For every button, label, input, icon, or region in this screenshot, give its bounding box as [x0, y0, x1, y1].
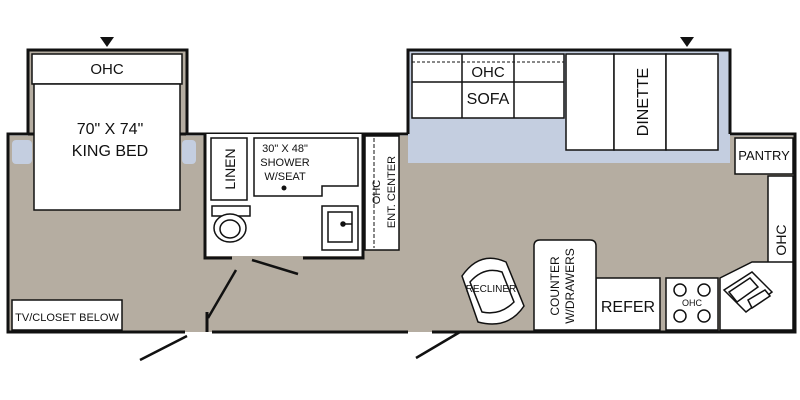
kitchen-ohc-label: OHC — [773, 224, 789, 255]
living-slideout-wall — [406, 48, 732, 134]
linen-label: LINEN — [222, 148, 238, 189]
shower-drain-icon — [281, 185, 287, 191]
ohc-ent-label-1: OHC — [371, 180, 383, 205]
bedroom-slideout-wall — [26, 48, 189, 134]
bath-door — [251, 258, 299, 276]
ohc-ent-center — [364, 135, 400, 251]
refer-label: REFER — [601, 299, 655, 316]
pantry-label: PANTRY — [738, 148, 790, 163]
range-ohc-label: OHC — [682, 298, 703, 308]
toilet-icon — [211, 205, 251, 243]
nightstand-right — [182, 140, 196, 164]
slide-marker-left-icon — [100, 37, 114, 47]
bedroom-ohc-label: OHC — [90, 61, 124, 78]
bath-sink-icon — [321, 205, 359, 251]
tv-closet — [11, 299, 123, 331]
linen-closet — [210, 137, 248, 201]
recliner-label: RECLINER — [466, 284, 517, 295]
shower-size-label: 30" X 48" — [262, 143, 308, 155]
bathroom-walls — [203, 134, 365, 260]
slide-marker-right-icon — [680, 37, 694, 47]
counter-label-2: W/DRAWERS — [563, 248, 577, 324]
shower — [253, 137, 359, 197]
counter-with-drawers — [533, 239, 597, 331]
bed-name-label: KING BED — [72, 143, 148, 160]
bottom-wall-right — [432, 132, 797, 334]
nightstand-left — [12, 140, 32, 164]
dinette-label: DINETTE — [635, 68, 652, 136]
refer — [595, 277, 661, 331]
recliner-icon — [461, 257, 525, 325]
dinette — [565, 53, 719, 151]
tv-closet-label: TV/CLOSET BELOW — [15, 312, 119, 324]
ohc-ent-label-2: ENT. CENTER — [386, 156, 398, 228]
shower-seat-label: W/SEAT — [264, 171, 306, 183]
pantry — [734, 137, 794, 175]
bed-size-label: 70" X 74" — [77, 121, 144, 138]
sofa — [411, 53, 565, 119]
bed-head-ohc — [31, 53, 183, 85]
closet-door — [206, 269, 238, 319]
sofa-ohc-label: OHC — [471, 64, 505, 81]
range-icon — [665, 277, 719, 331]
entry-door-right — [415, 330, 461, 360]
counter-label-1: COUNTER — [548, 256, 562, 316]
entry-door-left — [139, 334, 188, 362]
sofa-label: SOFA — [467, 91, 510, 108]
king-bed — [33, 83, 181, 211]
shower-name-label: SHOWER — [260, 157, 310, 169]
kitchen-sink-icon — [722, 271, 774, 313]
